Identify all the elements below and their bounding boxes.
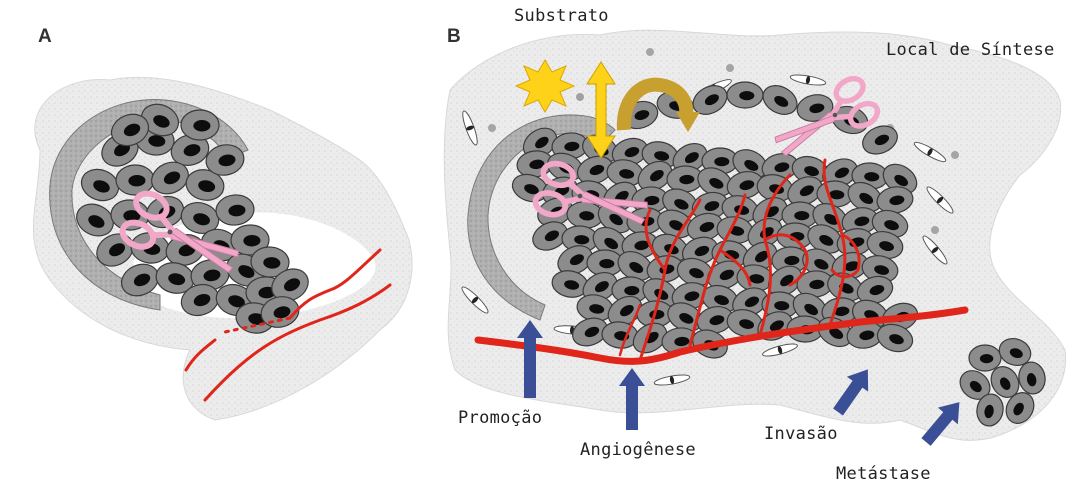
panel-label-a: A	[38, 26, 52, 48]
label-substrate: Substrato	[514, 6, 609, 26]
panel-label-b: B	[447, 26, 461, 48]
label-synthesis-site: Local de Síntese	[886, 40, 1055, 60]
label-promotion: Promoção	[458, 408, 542, 428]
tumor-cell	[969, 345, 1001, 371]
label-invasion: Invasão	[764, 424, 838, 444]
starburst-icon	[516, 60, 574, 112]
panel-a	[33, 77, 412, 420]
label-angiogenesis: Angiogênese	[580, 440, 696, 460]
panel-b	[444, 30, 1065, 450]
tumor-cell	[181, 110, 219, 140]
label-metastasis: Metástase	[836, 464, 931, 484]
tumor-cell	[727, 82, 763, 108]
